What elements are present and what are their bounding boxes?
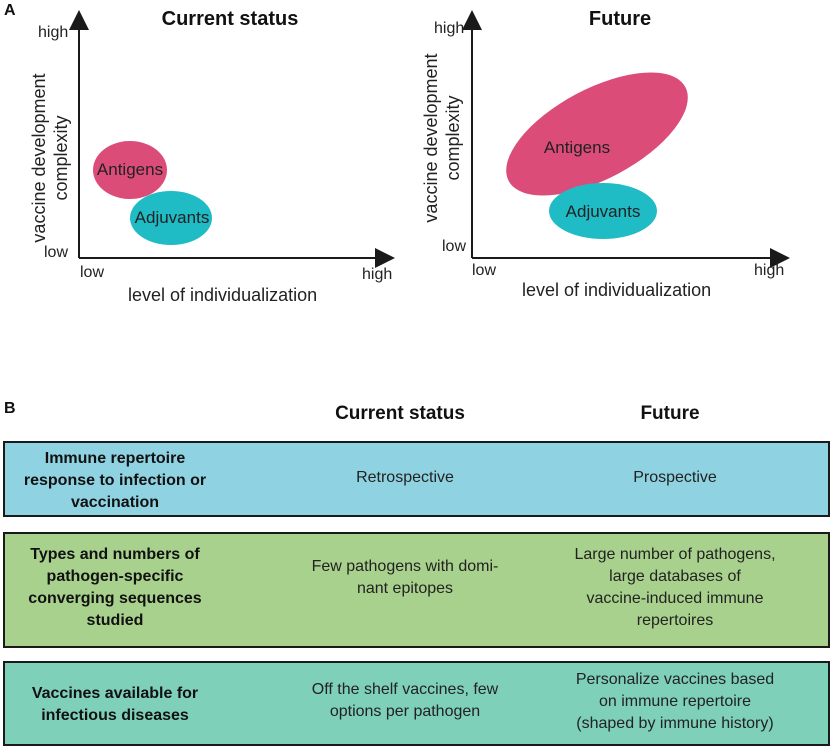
row-future-cell: Prospective: [633, 469, 717, 486]
panel-a-letter: A: [4, 2, 16, 19]
right-antigens-label: Antigens: [543, 138, 611, 157]
column-header-future: Future: [640, 403, 700, 424]
left-adjuvants-label: Adjuvants: [134, 208, 210, 227]
table-row-immune-repertoire: Immune repertoire response to infection …: [3, 441, 830, 517]
row-current-cell: Retrospective: [356, 469, 454, 486]
row-future-cell: Personalize vaccines based on immune rep…: [575, 671, 775, 732]
right-x-high: high: [754, 262, 785, 279]
right-adjuvants-label: Adjuvants: [565, 202, 641, 221]
left-antigens-label: Antigens: [96, 160, 164, 179]
right-adjuvants-ellipse: [549, 183, 657, 239]
left-y-high: high: [38, 24, 69, 41]
right-plot-title: Future: [588, 8, 652, 30]
right-x-low: low: [472, 262, 497, 279]
table-row-vaccines-available: Vaccines available for infectious diseas…: [3, 661, 830, 746]
left-y-label: vaccine development complexity: [29, 73, 71, 243]
left-adjuvants-ellipse: [130, 191, 212, 245]
row-label: Vaccines available for infectious diseas…: [31, 685, 199, 724]
left-y-low: low: [44, 244, 69, 261]
right-antigens-ellipse: [506, 72, 688, 196]
right-y-low: low: [442, 238, 467, 255]
panel-b-letter: B: [4, 400, 16, 417]
row-current-cell: Few pathogens with domi- nant epitopes: [311, 558, 499, 597]
left-x-label: level of individualization: [128, 285, 318, 305]
left-plot-title: Current status: [161, 8, 299, 30]
row-label: Immune repertoire response to infection …: [23, 450, 207, 511]
left-x-low: low: [80, 264, 105, 281]
row-current-cell: Off the shelf vaccines, few options per …: [311, 681, 499, 720]
right-y-high: high: [434, 20, 465, 37]
right-y-label: vaccine development complexity: [421, 53, 463, 223]
row-label: Types and numbers of pathogen-specific c…: [28, 546, 202, 629]
row-future-cell: Large number of pathogens, large databas…: [574, 546, 776, 629]
column-header-current: Current status: [335, 403, 465, 424]
left-antigens-ellipse: [93, 141, 167, 199]
right-x-label: level of individualization: [522, 280, 712, 300]
table-row-pathogen-sequences: Types and numbers of pathogen-specific c…: [3, 532, 830, 648]
left-x-high: high: [362, 266, 393, 283]
